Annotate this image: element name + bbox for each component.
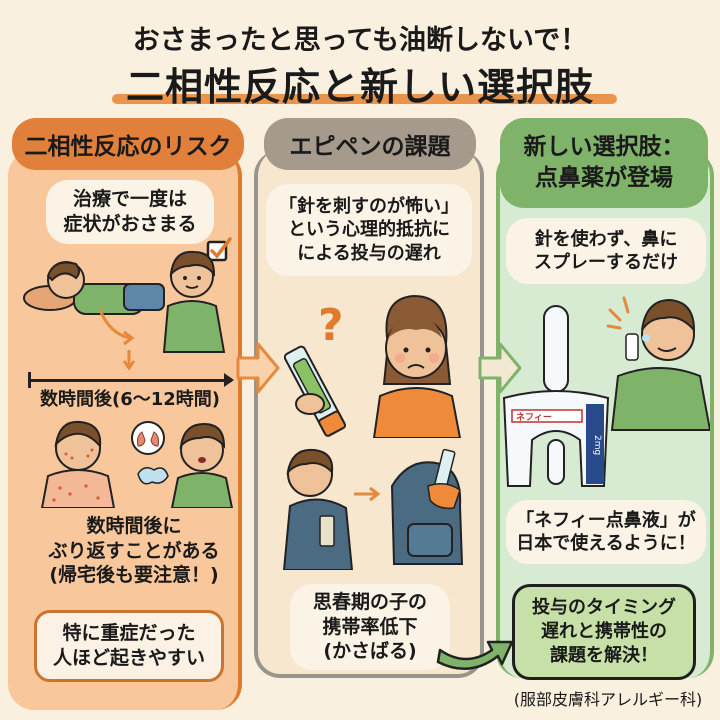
page-title: 二相性反応と新しい選択肢 — [125, 65, 594, 109]
text-line: 治療で一度は — [72, 188, 187, 211]
header-biphasic-risk: 二相性反応のリスク — [12, 118, 244, 170]
arrow-right-icon — [236, 342, 280, 394]
worried-girl-epipen-illustration: ? — [284, 294, 462, 438]
title-underline — [112, 94, 617, 104]
arrow-down-icon — [122, 350, 136, 371]
question-mark-icon: ? — [318, 300, 344, 351]
text-line: 人ほど起きやすい — [52, 647, 205, 669]
arrow-right-icon — [478, 342, 522, 394]
arrow-curve-icon — [436, 640, 514, 670]
text-line: 針を使わず、鼻に — [534, 228, 678, 250]
header-label: 二相性反応のリスク — [24, 134, 232, 160]
nasal-spray-icon: ネフィー 2mg — [502, 305, 610, 487]
text-line: 遅れと携帯性の — [541, 621, 667, 643]
svg-text:2mg: 2mg — [592, 435, 602, 455]
header-new-option: 新しい選択肢： 点鼻薬が登場 — [500, 118, 708, 208]
header-line: 点鼻薬が登場 — [535, 165, 673, 191]
text-line: 思春期の子の — [312, 590, 427, 613]
text-line: ぶり返すことがある — [48, 539, 220, 562]
bubble-spray-only: 針を使わず、鼻に スプレーするだけ — [506, 218, 706, 284]
children-recovery-illustration — [23, 250, 226, 353]
text-line: 「ネフィー点鼻液」が — [516, 509, 696, 531]
header-line: 新しい選択肢： — [523, 133, 685, 160]
text-line: 投与のタイミング — [532, 597, 676, 619]
credit-label: (服部皮膚科アレルギー科) — [513, 690, 703, 709]
svg-text:ネフィー: ネフィー — [516, 412, 552, 423]
page-subtitle: おさまったと思っても油断しないで！ — [132, 25, 588, 56]
text-line: 課題を解決！ — [550, 644, 658, 666]
epipen-icon — [284, 345, 347, 437]
text-line: 特に重症だった — [62, 622, 196, 645]
relapse-text: 数時間後に ぶり返すことがある (帰宅後も要注意！) — [24, 514, 244, 588]
text-line: 「針を刺すのが怖い」 — [279, 195, 459, 217]
text-line: 日本で使えるように！ — [516, 533, 696, 554]
bubble-carry-rate: 思春期の子の 携帯率低下 (かさばる) — [290, 584, 450, 670]
nasal-spray-illustration: ネフィー 2mg — [502, 296, 710, 487]
children-relapse-illustration — [40, 420, 234, 508]
timeline-arrow — [28, 373, 234, 387]
text-line: による投与の遅れ — [297, 242, 441, 264]
bubble-symptoms-subside: 治療で一度は 症状がおさまる — [46, 180, 214, 244]
text-line: という心理的抵抗に — [288, 219, 450, 241]
text-line: (帰宅後も要注意！) — [49, 564, 219, 587]
header-epipen-issues: エピペンの課題 — [264, 118, 476, 170]
text-line: スプレーするだけ — [534, 252, 678, 273]
severe-case-note: 特に重症だった 人ほど起きやすい — [34, 610, 224, 682]
bubble-needle-fear: 「針を刺すのが怖い」 という心理的抵抗に による投与の遅れ — [266, 184, 472, 276]
boy-backpack-illustration — [282, 448, 464, 570]
text-line: 症状がおさまる — [63, 213, 197, 235]
header-label: エピペンの課題 — [289, 134, 451, 160]
text-line: (かさばる) — [323, 640, 417, 663]
checkbox-check-icon — [206, 237, 232, 262]
solution-box: 投与のタイミング 遅れと携帯性の 課題を解決！ — [512, 584, 696, 680]
text-line: 携帯率低下 — [322, 615, 418, 638]
timeline-label: 数時間後(6〜12時間) — [39, 389, 221, 410]
bubble-available-in-japan: 「ネフィー点鼻液」が 日本で使えるように！ — [506, 500, 706, 564]
text-line: 数時間後に — [86, 515, 182, 537]
